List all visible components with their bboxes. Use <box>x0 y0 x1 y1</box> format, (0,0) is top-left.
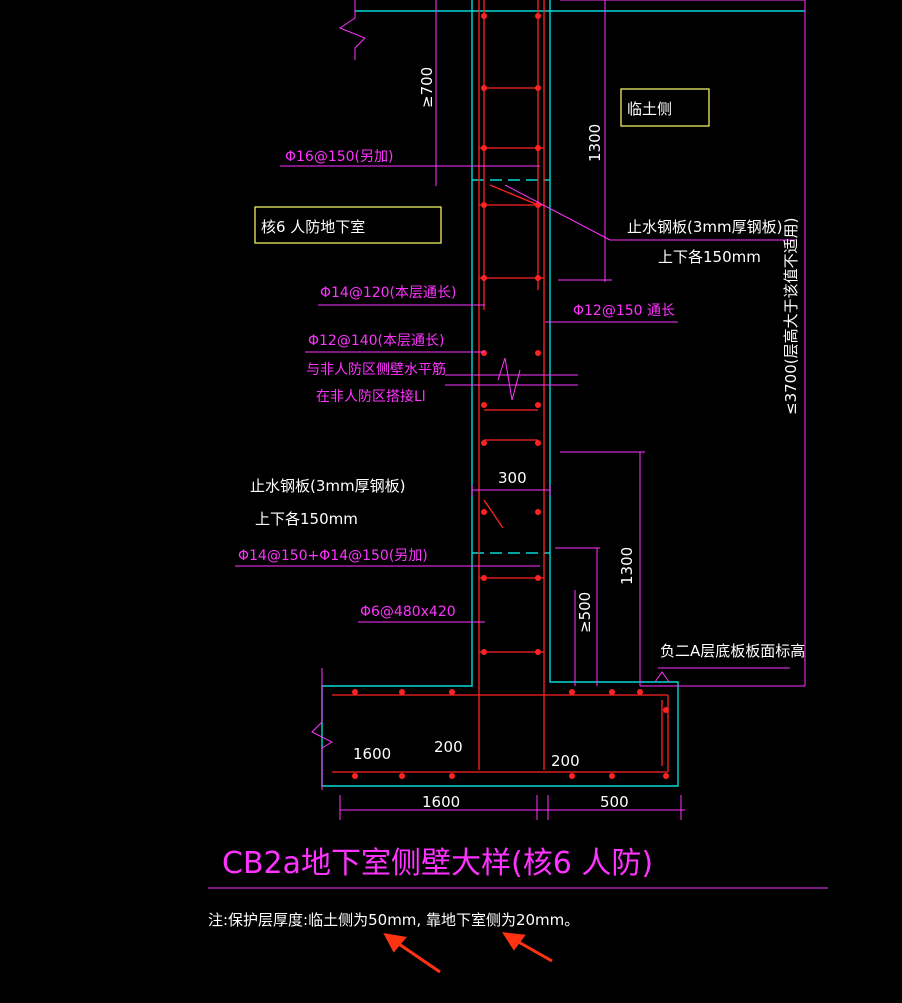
cover-note: 注:保护层厚度:临土侧为50mm, 靠地下室侧为20mm。 <box>208 911 579 929</box>
annotation-arrows <box>383 932 553 974</box>
drawing-title: CB2a地下室侧壁大样(核6 人防) <box>222 846 653 881</box>
basement-box <box>254 206 442 244</box>
soil-side-label: 临土侧 <box>627 100 672 118</box>
arrow-1 <box>395 940 441 974</box>
rebar-12-150-label: Φ12@150 通长 <box>573 303 675 319</box>
rebar-16-label: Φ16@150(另加) <box>285 149 393 165</box>
splice-label-2: 在非人防区搭接Ll <box>316 388 426 405</box>
waterstop-bottom-label-1: 止水钢板(3mm厚钢板) <box>250 477 405 495</box>
tie-bars <box>479 87 544 653</box>
floor-level-label: 负二A层底板板面标高 <box>660 642 805 660</box>
dim-1300-top: 1300 <box>586 124 604 162</box>
waterstop-top-label-2: 上下各150mm <box>658 248 761 266</box>
concrete-outline <box>321 0 805 787</box>
rebar-14-120-label: Φ14@120(本层通长) <box>320 285 456 301</box>
tie-6-label: Φ6@480x420 <box>360 604 456 620</box>
dim-200-right: 200 <box>551 752 580 770</box>
dim-500-vertical: ≥500 <box>576 592 594 633</box>
dim-1600-inner: 1600 <box>353 745 391 763</box>
dim-1300-bottom: 1300 <box>618 547 636 585</box>
height-note-label: ≤3700(层高大于该值不适用) <box>782 218 800 415</box>
dim-300: 300 <box>498 469 527 487</box>
basement-label: 核6 人防地下室 <box>261 218 365 236</box>
rebar-group <box>332 0 669 773</box>
arrow-2 <box>514 938 553 963</box>
waterstop-top-label-1: 止水钢板(3mm厚钢板) <box>627 218 782 236</box>
dim-1600-bottom: 1600 <box>422 793 460 811</box>
dimension-lines <box>208 0 828 889</box>
rebar-14-150-label: Φ14@150+Φ14@150(另加) <box>238 548 428 564</box>
rebar-dots <box>352 13 669 779</box>
wall-left-face <box>321 0 679 787</box>
splice-label-1: 与非人防区侧壁水平筋 <box>306 361 446 378</box>
rebar-12-140-label: Φ12@140(本层通长) <box>308 333 444 349</box>
waterstop-plate-top <box>483 184 539 529</box>
dim-200-left: 200 <box>434 738 463 756</box>
soil-side-box <box>620 88 710 127</box>
dim-700: ≥700 <box>418 67 436 108</box>
waterstop-bottom-label-2: 上下各150mm <box>255 510 358 528</box>
dim-500-bottom: 500 <box>600 793 629 811</box>
